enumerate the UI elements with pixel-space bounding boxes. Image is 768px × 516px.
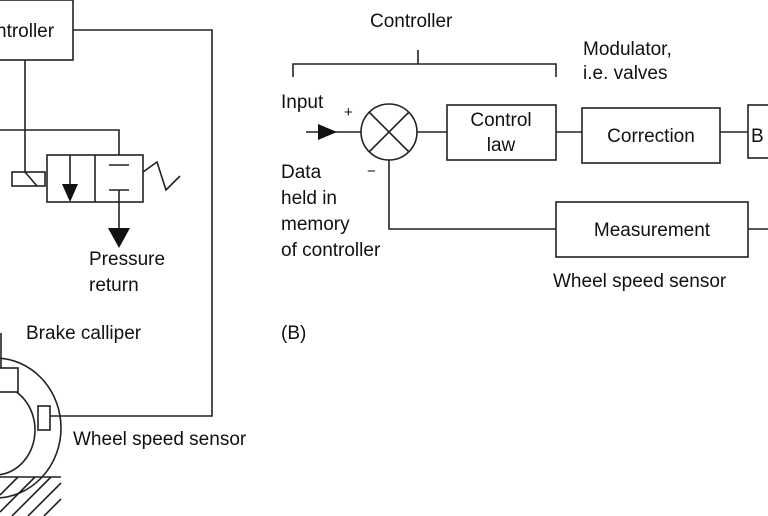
controller-bracket [292,63,557,77]
sensor-signal-line [50,29,213,417]
data-note-3: memory [281,214,350,235]
calliper-icon [0,367,19,393]
sensor-icon [37,405,51,431]
plus-sign: + [344,104,353,121]
pressure-return-label-1: Pressure [89,249,165,270]
modulator-label-1: Modulator, [583,39,672,60]
ground-hatch-icon [0,476,62,516]
panel-label: (B) [281,323,306,344]
control-law-label-1: Control [470,110,531,131]
solenoid-control-line [24,60,36,187]
data-note-1: Data [281,162,322,183]
cut-box-label: B [751,126,764,147]
brake-box-cut [747,104,768,159]
feedback-line [388,160,556,230]
panel-a-hydraulic-schematic: ntroller Pressure return Brake calliper [0,0,247,516]
data-note-2: held in [281,188,337,209]
wheel-icon [0,333,62,499]
solenoid-icon [11,171,46,187]
brake-calliper-label: Brake calliper [26,323,142,344]
control-law-box [446,104,557,161]
correction-label: Correction [607,126,695,147]
modulator-label-2: i.e. valves [583,63,667,84]
input-label: Input [281,92,324,113]
panel-b-control-loop: Controller Modulator, i.e. valves Input … [281,11,768,344]
wheel-speed-sensor-label-b: Wheel speed sensor [553,271,727,292]
summing-junction-icon [360,103,418,161]
pressure-supply-line [0,129,120,163]
controller-label: Controller [370,11,453,32]
minus-sign: − [367,163,376,180]
controller-box-label: ntroller [0,21,55,42]
correction-box [581,107,721,164]
measurement-box [555,201,749,258]
input-arrow-icon [318,124,337,140]
return-arrow-icon [108,228,130,248]
spring-icon [142,160,181,192]
data-note-4: of controller [281,240,381,261]
valve-icon [46,154,181,230]
wheel-speed-sensor-label-a: Wheel speed sensor [73,429,247,450]
measurement-label: Measurement [594,220,711,241]
pressure-return-label-2: return [89,275,139,296]
control-law-label-2: law [487,135,516,156]
